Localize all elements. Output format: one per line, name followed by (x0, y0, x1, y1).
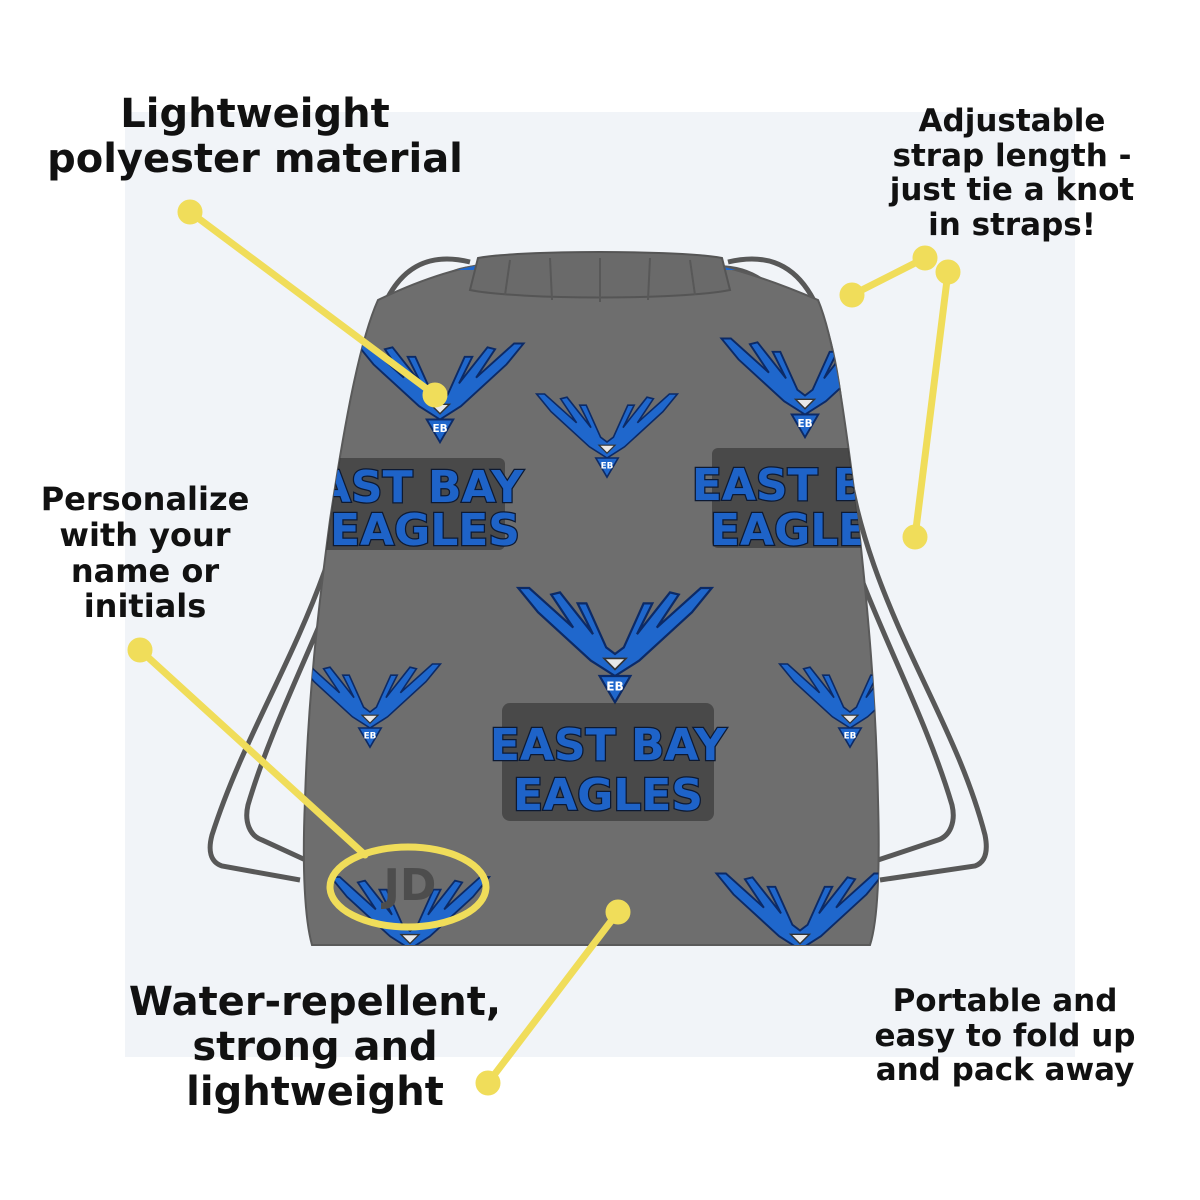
logo-wordmark-top-right: EAST BAY EAGLES (691, 448, 930, 557)
logo-wordmark-top-left: EAST BAY EAGLES (287, 458, 526, 557)
logo-wordmark-center: EAST BAY EAGLES (489, 703, 729, 822)
bag-body (302, 261, 880, 946)
callout-lightweight-material: Lightweight polyester material (47, 91, 463, 182)
personalized-initials: JD (381, 860, 437, 911)
callout-water-repellent: Water-repellent, strong and lightweight (128, 979, 502, 1115)
svg-text:EAST BAY: EAST BAY (287, 462, 525, 513)
svg-text:EAST BAY: EAST BAY (490, 720, 728, 771)
callout-portable: Portable and easy to fold up and pack aw… (874, 983, 1136, 1089)
svg-text:EAGLES: EAGLES (330, 505, 520, 556)
initials-highlight-ring (326, 843, 490, 931)
svg-text:EAGLES: EAGLES (513, 770, 703, 821)
callout-adjustable-strap: Adjustable strap length - just tie a kno… (889, 103, 1135, 244)
svg-text:EAGLES: EAGLES (710, 505, 900, 556)
callout-lines (127, 199, 961, 1096)
callout-personalize: Personalize with your name or initials (40, 480, 250, 626)
svg-text:EAST BAY: EAST BAY (692, 460, 930, 511)
